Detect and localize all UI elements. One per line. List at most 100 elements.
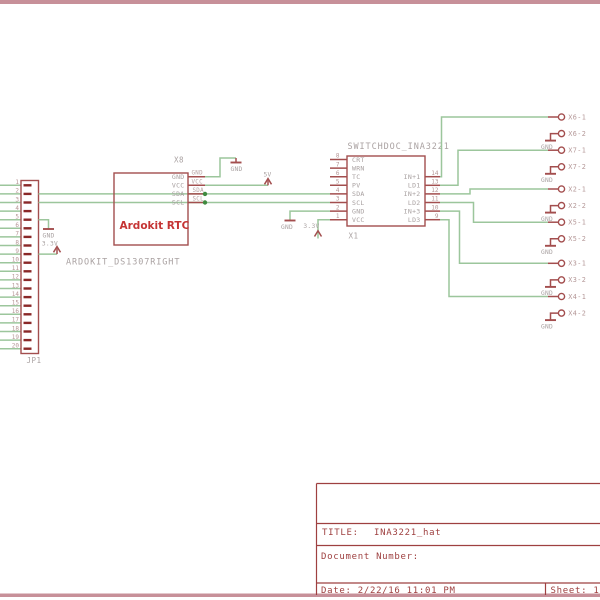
connector-x4-1[interactable]: X4-1 bbox=[548, 292, 586, 301]
connector-pad[interactable] bbox=[557, 234, 566, 243]
ina3221-gnd-symbol: GND bbox=[281, 210, 330, 231]
pin-number: 7 bbox=[15, 231, 19, 238]
connector-pad[interactable] bbox=[557, 129, 566, 138]
pin-number: 7 bbox=[336, 161, 340, 168]
pin-number: 20 bbox=[12, 343, 20, 350]
connector-x4-2[interactable]: GND X4-2 bbox=[541, 309, 586, 330]
jp1-gnd-symbol: GND bbox=[38, 218, 54, 240]
pin-number: 11 bbox=[431, 196, 439, 203]
net-label: VCC bbox=[192, 179, 204, 185]
pin-name: SCL bbox=[172, 199, 185, 207]
sheet-label: Sheet: 1 bbox=[551, 586, 600, 596]
connector-pad[interactable] bbox=[557, 276, 566, 284]
jp1-header-symbol[interactable]: 1 2 3 4 5 6 7 8 9 10 11 12 13 14 15 16 1… bbox=[0, 179, 42, 365]
pin-name: IN+1 bbox=[404, 173, 421, 181]
ina3221-refdes: X1 bbox=[349, 232, 359, 241]
connector-label: X5-2 bbox=[568, 235, 586, 243]
connector-x2-2[interactable]: GND X2-2 bbox=[541, 201, 586, 223]
connector-pad[interactable] bbox=[557, 201, 566, 210]
connector-x2-1[interactable]: X2-1 bbox=[548, 185, 586, 193]
pin-number: 5 bbox=[15, 214, 19, 221]
connector-x5-1[interactable]: X5-1 bbox=[548, 218, 586, 227]
pin-number: 8 bbox=[336, 153, 340, 160]
net-in1-wire bbox=[440, 116, 548, 178]
pin-number: 5 bbox=[336, 179, 340, 186]
connector-pad[interactable] bbox=[557, 309, 566, 317]
pin-number: 2 bbox=[15, 188, 19, 195]
gnd-label: GND bbox=[230, 166, 242, 173]
pin bbox=[549, 238, 559, 246]
title-value: INA3221_hat bbox=[374, 528, 441, 538]
pin bbox=[549, 166, 559, 174]
v33-label: 3.3V bbox=[42, 240, 58, 247]
connector-pad[interactable] bbox=[557, 259, 566, 268]
gnd-label: GND bbox=[541, 144, 553, 151]
date-label: Date: 2/22/16 11:01 PM bbox=[321, 586, 456, 596]
pin-number: 15 bbox=[12, 300, 20, 307]
pin-name: LD1 bbox=[408, 182, 421, 190]
pin-number: 11 bbox=[12, 265, 20, 272]
pin-name: VCC bbox=[172, 182, 185, 190]
pin bbox=[549, 279, 559, 287]
connector-pad[interactable] bbox=[557, 113, 566, 121]
connector-pad[interactable] bbox=[557, 292, 566, 301]
rtc-symbol[interactable]: X8 GND VCC SDA SCL GND VCC SDA SCL Ardok… bbox=[66, 156, 208, 268]
gnd-label: GND bbox=[541, 216, 553, 223]
connector-pad[interactable] bbox=[557, 162, 566, 171]
jp1-body[interactable] bbox=[20, 179, 40, 355]
net-ld1-wire bbox=[440, 149, 548, 187]
net-ld3-wire bbox=[440, 218, 548, 298]
ina3221-symbol[interactable]: SWITCHDOC_INA3221 X1 8 7 6 5 4 3 2 1 CRT… bbox=[330, 142, 450, 241]
connector-x6-2[interactable]: GND X6-2 bbox=[541, 129, 586, 151]
rtc-value: Ardokit RTC bbox=[120, 220, 190, 232]
connector-pad[interactable] bbox=[557, 185, 566, 193]
connector-x5-2[interactable]: GND X5-2 bbox=[541, 234, 586, 256]
gnd-label: GND bbox=[541, 290, 553, 297]
pin-number: 16 bbox=[12, 308, 20, 315]
supply-arrow-icon bbox=[52, 245, 62, 253]
wire bbox=[317, 218, 330, 239]
connector-x3-1[interactable]: X3-1 bbox=[548, 259, 586, 268]
net-label: SCL bbox=[193, 197, 205, 203]
connector-x3-2[interactable]: GND X3-2 bbox=[541, 276, 586, 297]
connector-label: X4-1 bbox=[568, 293, 586, 301]
document-number-label: Document Number: bbox=[321, 552, 419, 562]
title-label: TITLE: bbox=[322, 528, 359, 538]
ina3221-33v-symbol: 3.3V bbox=[303, 218, 330, 239]
pin-number: 8 bbox=[15, 239, 19, 246]
rtc-refdes: X8 bbox=[174, 156, 184, 165]
pin-number: 9 bbox=[435, 213, 439, 220]
rtc-body[interactable] bbox=[113, 172, 189, 246]
pin-name: PV bbox=[352, 182, 360, 190]
pin-number: 1 bbox=[15, 179, 19, 186]
pin-number: 3 bbox=[15, 196, 19, 203]
connector-x7-1[interactable]: X7-1 bbox=[548, 146, 586, 155]
connector-pad[interactable] bbox=[557, 146, 566, 154]
pin-name: SCL bbox=[352, 199, 365, 207]
jp1-refdes: JP1 bbox=[27, 356, 42, 365]
pin-number: 3 bbox=[336, 196, 340, 203]
ina3221-body[interactable] bbox=[346, 155, 426, 227]
gnd-label: GND bbox=[541, 323, 553, 330]
pin-number: 13 bbox=[12, 282, 20, 289]
junction-dot bbox=[202, 200, 208, 205]
connector-x6-1[interactable]: X6-1 bbox=[548, 113, 586, 121]
pin bbox=[549, 204, 559, 213]
connector-pad[interactable] bbox=[557, 218, 566, 226]
connector-x7-2[interactable]: GND X7-2 bbox=[541, 162, 586, 184]
connector-label: X2-1 bbox=[568, 185, 586, 193]
pin-number: 12 bbox=[431, 187, 439, 194]
v5-label: 5V bbox=[263, 171, 271, 178]
bottom-edge-bar bbox=[0, 593, 600, 597]
pin-name: IN+2 bbox=[404, 190, 421, 198]
pin-number: 14 bbox=[12, 291, 20, 298]
connector-label: X7-2 bbox=[568, 163, 586, 171]
wire bbox=[205, 157, 236, 178]
pin-number: 4 bbox=[15, 205, 19, 212]
pin-number: 17 bbox=[12, 317, 20, 324]
pin-name: WRN bbox=[352, 164, 365, 172]
pin-number: 19 bbox=[12, 334, 20, 341]
pin-number: 9 bbox=[15, 248, 19, 255]
connector-label: X3-2 bbox=[568, 276, 586, 284]
